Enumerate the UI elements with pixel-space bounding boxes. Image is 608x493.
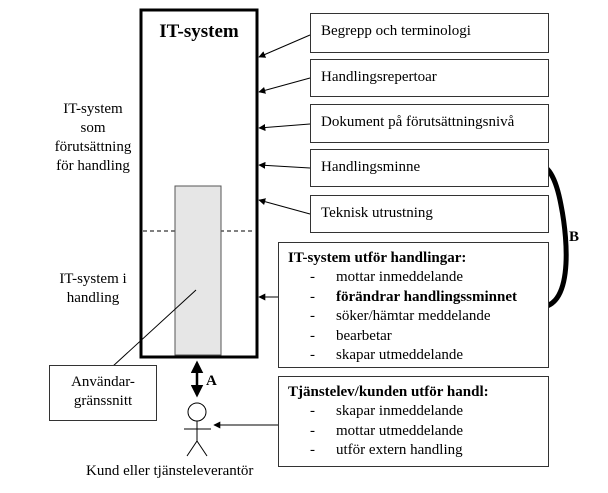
box-dokument: Dokument på förutsättningsnivå bbox=[310, 104, 549, 143]
arrow-teknisk bbox=[258, 198, 311, 215]
actor-figure bbox=[184, 402, 211, 457]
box-user-actions: Tjänstelev/kunden utför handl: -skapar i… bbox=[278, 376, 549, 467]
box-it-actions: IT-system utför handlingar: -mottar inme… bbox=[278, 242, 549, 368]
actor-caption: Kund eller tjänsteleverantör bbox=[86, 463, 254, 479]
user-actions-title: Tjänstelev/kunden utför handl: bbox=[288, 384, 489, 400]
list-item: -skapar utmeddelande bbox=[310, 347, 464, 363]
list-item: -utför extern handling bbox=[310, 442, 463, 458]
memory-bar bbox=[174, 185, 222, 356]
label-prerequisite: IT-system som förutsättning för handling bbox=[54, 101, 132, 174]
list-item: -skapar inmeddelande bbox=[310, 403, 464, 419]
arrow-repertoar bbox=[258, 77, 311, 94]
box-handlingsminne: Handlingsminne bbox=[310, 149, 549, 187]
box-begrepp: Begrepp och terminologi bbox=[310, 13, 549, 53]
arrow-a-label: A bbox=[206, 373, 217, 389]
list-item: -mottar utmeddelande bbox=[310, 422, 464, 439]
arrow-dokument bbox=[258, 123, 311, 131]
list-item: -mottar inmeddelande bbox=[310, 269, 464, 285]
box-repertoar: Handlingsrepertoar bbox=[310, 59, 549, 97]
arrow-handlingsminne bbox=[258, 161, 311, 169]
box-teknisk: Teknisk utrustning bbox=[310, 195, 549, 233]
it-actions-title: IT-system utför handlingar: bbox=[288, 250, 467, 266]
label-in-action: IT-system i handling bbox=[59, 271, 127, 306]
list-item: -förändrar handlingssminnet bbox=[310, 288, 518, 305]
arrow-b-label: B bbox=[569, 229, 580, 245]
box-interface: Användar- gränssnitt bbox=[49, 365, 157, 421]
it-system-title: IT-system bbox=[159, 21, 239, 42]
arrow-begrepp bbox=[258, 34, 311, 58]
interface-pointer-line bbox=[111, 289, 197, 368]
list-item: -bearbetar bbox=[310, 327, 392, 344]
list-item: -söker/hämtar meddelande bbox=[310, 308, 491, 324]
